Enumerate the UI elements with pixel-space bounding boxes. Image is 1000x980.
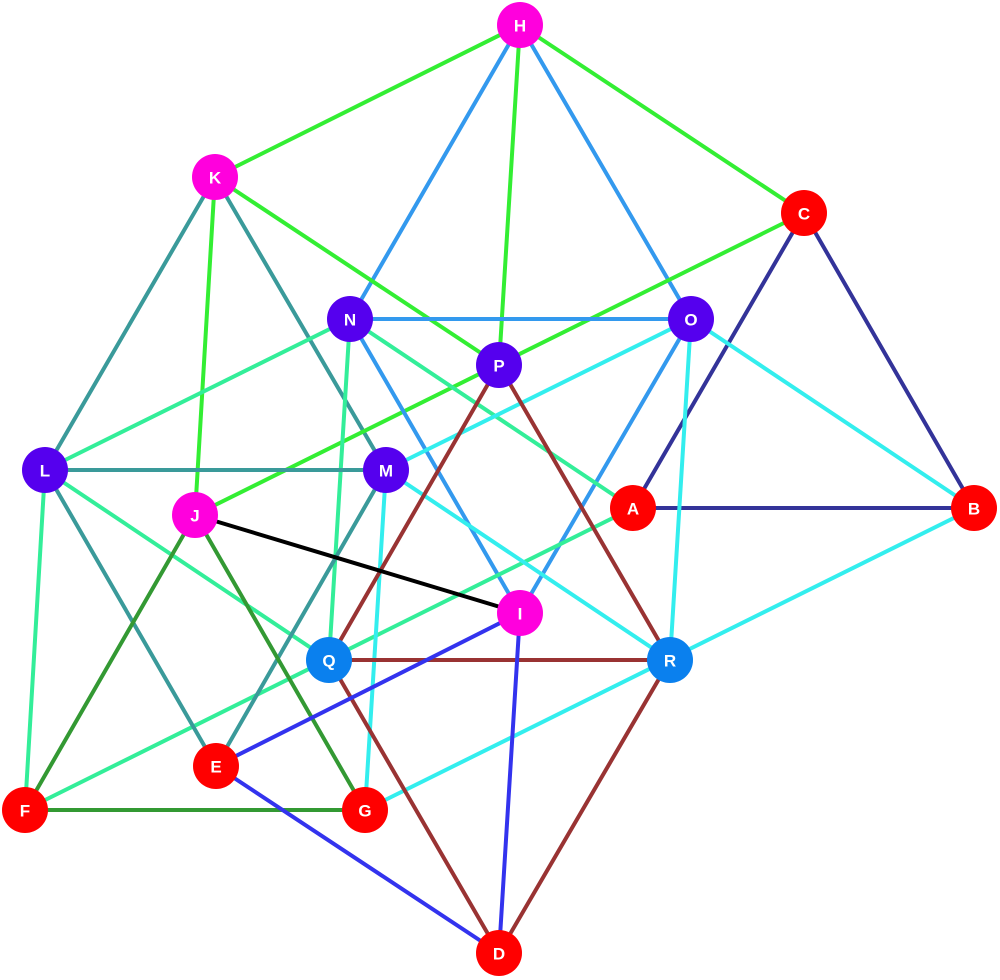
node-circle (951, 485, 997, 531)
node-label: L (40, 462, 50, 481)
edge-h-k (213, 23, 522, 179)
node-l: L (22, 447, 68, 493)
edge-k-m (213, 175, 388, 472)
node-circle (172, 492, 218, 538)
edge-n-i (348, 317, 522, 615)
node-circle (193, 743, 239, 789)
node-label: E (210, 758, 221, 777)
edge-i-d (497, 611, 522, 955)
node-circle (363, 447, 409, 493)
edge-layer (23, 23, 976, 955)
edge-c-b (802, 211, 976, 510)
edge-k-p (213, 175, 501, 367)
node-j: J (172, 492, 218, 538)
node-circle (2, 787, 48, 833)
node-o: O (668, 296, 714, 342)
node-label: D (493, 945, 505, 964)
edge-j-i (193, 513, 522, 615)
node-label: N (344, 311, 356, 330)
edge-n-a (348, 317, 635, 510)
node-i: I (497, 590, 543, 636)
edge-h-c (518, 23, 806, 215)
node-label: A (627, 500, 639, 519)
node-circle (497, 590, 543, 636)
node-label: P (493, 357, 504, 376)
edge-o-m (384, 317, 693, 472)
node-g: G (342, 787, 388, 833)
node-circle (306, 637, 352, 683)
edge-j-g (193, 513, 367, 812)
edge-o-r (668, 317, 693, 662)
edge-n-l (43, 317, 352, 472)
edge-n-q (327, 317, 352, 662)
node-label: O (684, 311, 697, 330)
node-label: F (20, 802, 30, 821)
edge-r-d (497, 658, 672, 955)
node-label: G (358, 802, 371, 821)
node-label: B (968, 500, 980, 519)
edge-o-b (689, 317, 976, 510)
node-label: M (379, 462, 393, 481)
node-d: D (476, 930, 522, 976)
node-c: C (781, 190, 827, 236)
node-circle (781, 190, 827, 236)
edge-p-r (497, 363, 672, 662)
edge-l-f (23, 468, 47, 812)
node-label: R (664, 652, 676, 671)
node-circle (497, 2, 543, 48)
node-circle (610, 485, 656, 531)
node-circle (192, 154, 238, 200)
edge-h-n (348, 23, 522, 321)
node-n: N (327, 296, 373, 342)
edge-h-o (518, 23, 693, 321)
edge-q-d (327, 658, 501, 955)
node-circle (476, 342, 522, 388)
edge-c-a (631, 211, 806, 510)
node-q: Q (306, 637, 352, 683)
node-m: M (363, 447, 409, 493)
node-e: E (193, 743, 239, 789)
node-circle (476, 930, 522, 976)
node-circle (327, 296, 373, 342)
edge-e-d (214, 764, 501, 955)
node-label: K (209, 169, 222, 188)
edge-k-j (193, 175, 217, 517)
edge-o-i (518, 317, 693, 615)
node-circle (647, 637, 693, 683)
node-r: R (647, 637, 693, 683)
node-label: Q (322, 652, 335, 671)
edge-k-l (43, 175, 217, 472)
node-circle (668, 296, 714, 342)
node-label: I (518, 605, 523, 624)
node-p: P (476, 342, 522, 388)
node-circle (342, 787, 388, 833)
node-label: H (514, 17, 526, 36)
edge-i-e (214, 611, 522, 768)
node-k: K (192, 154, 238, 200)
edge-m-g (363, 468, 388, 812)
node-label: C (798, 205, 810, 224)
node-circle (22, 447, 68, 493)
node-f: F (2, 787, 48, 833)
node-label: J (190, 507, 199, 526)
edge-m-r (384, 468, 672, 662)
edge-p-q (327, 363, 501, 662)
edge-l-e (43, 468, 218, 768)
node-h: H (497, 2, 543, 48)
edge-j-f (23, 513, 197, 812)
edge-m-e (214, 468, 388, 768)
node-a: A (610, 485, 656, 531)
edge-l-q (43, 468, 331, 662)
edge-h-p (497, 23, 522, 367)
node-b: B (951, 485, 997, 531)
